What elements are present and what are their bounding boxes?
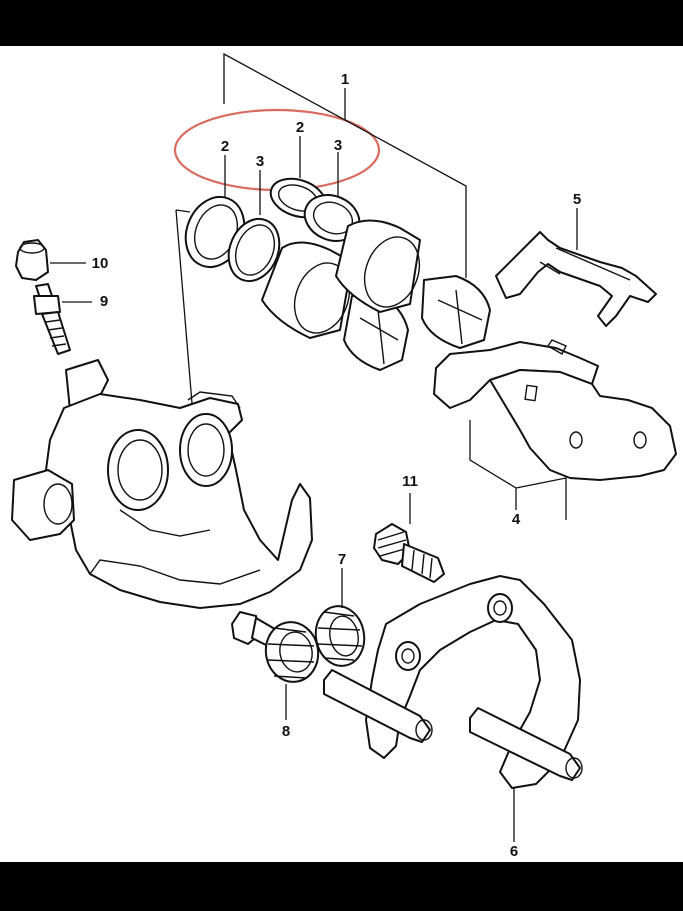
- part-label-5: 5: [573, 191, 581, 208]
- caliper-carrier-bracket: [323, 575, 583, 789]
- part-label-9: 9: [100, 293, 108, 310]
- part-label-1: 1: [341, 71, 349, 88]
- part-label-4: 4: [512, 511, 521, 528]
- piston-right: [335, 219, 491, 349]
- bottom-letterbox-bar: [0, 862, 683, 911]
- bleeder-cap: [15, 239, 49, 281]
- guide-line-bore-2: [175, 209, 191, 213]
- part-label-10: 10: [92, 255, 109, 272]
- brake-caliper-exploded-diagram: 1 2 2 3 3 4 5 6 7 8 9 10 11: [11, 52, 677, 860]
- guide-pin-boot: [314, 605, 366, 667]
- part-label-3b: 3: [334, 137, 342, 154]
- part-label-2b: 2: [296, 119, 304, 136]
- part-label-2a: 2: [221, 138, 229, 155]
- part-label-8: 8: [282, 723, 290, 740]
- anti-rattle-spring: [495, 231, 657, 327]
- bleeder-screw: [33, 283, 71, 355]
- part-label-7: 7: [338, 551, 346, 568]
- guide-pin: [231, 611, 320, 683]
- part-label-6: 6: [510, 843, 518, 860]
- part-label-11: 11: [402, 473, 418, 490]
- dust-boot-ring-left: [227, 217, 281, 283]
- top-letterbox-bar: [0, 0, 683, 46]
- leader-bracket-4: [469, 420, 567, 520]
- brake-pad: [433, 339, 677, 481]
- piston-left: [261, 241, 409, 371]
- caliper-body: [11, 359, 313, 609]
- bolt: [373, 523, 445, 583]
- part-label-3a: 3: [256, 153, 264, 170]
